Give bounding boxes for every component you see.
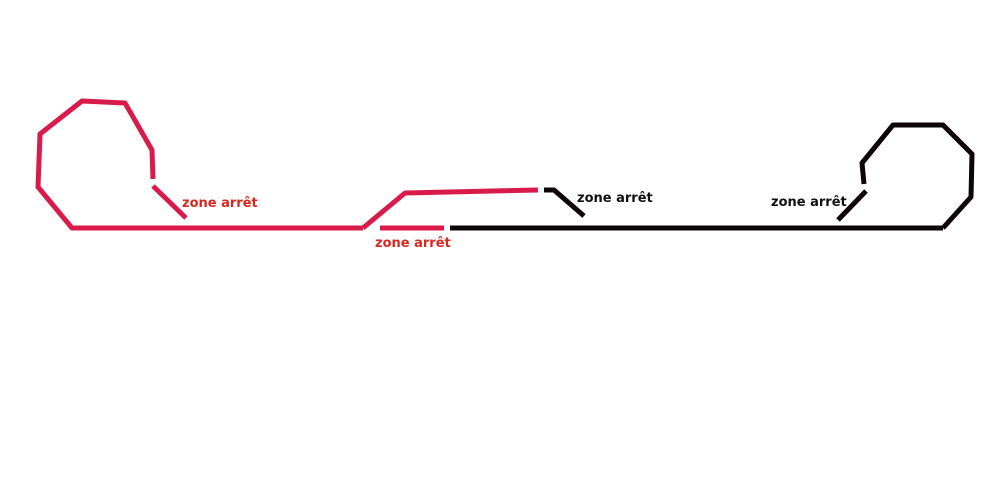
black-siding-track xyxy=(544,187,586,218)
red-loop-track xyxy=(151,184,188,220)
stop-zone-label-middle: zone arrêt xyxy=(375,236,451,251)
stop-zone-label-red-loop: zone arrêt xyxy=(182,196,258,211)
red-upper-siding xyxy=(361,187,539,230)
stop-zone-label-black-siding: zone arrêt xyxy=(577,191,653,206)
stop-zone-label-black-loop: zone arrêt xyxy=(771,195,847,210)
black-loop-entry-track xyxy=(836,189,868,222)
red-loop-track-main xyxy=(35,98,363,231)
black-loop-track xyxy=(859,122,975,230)
